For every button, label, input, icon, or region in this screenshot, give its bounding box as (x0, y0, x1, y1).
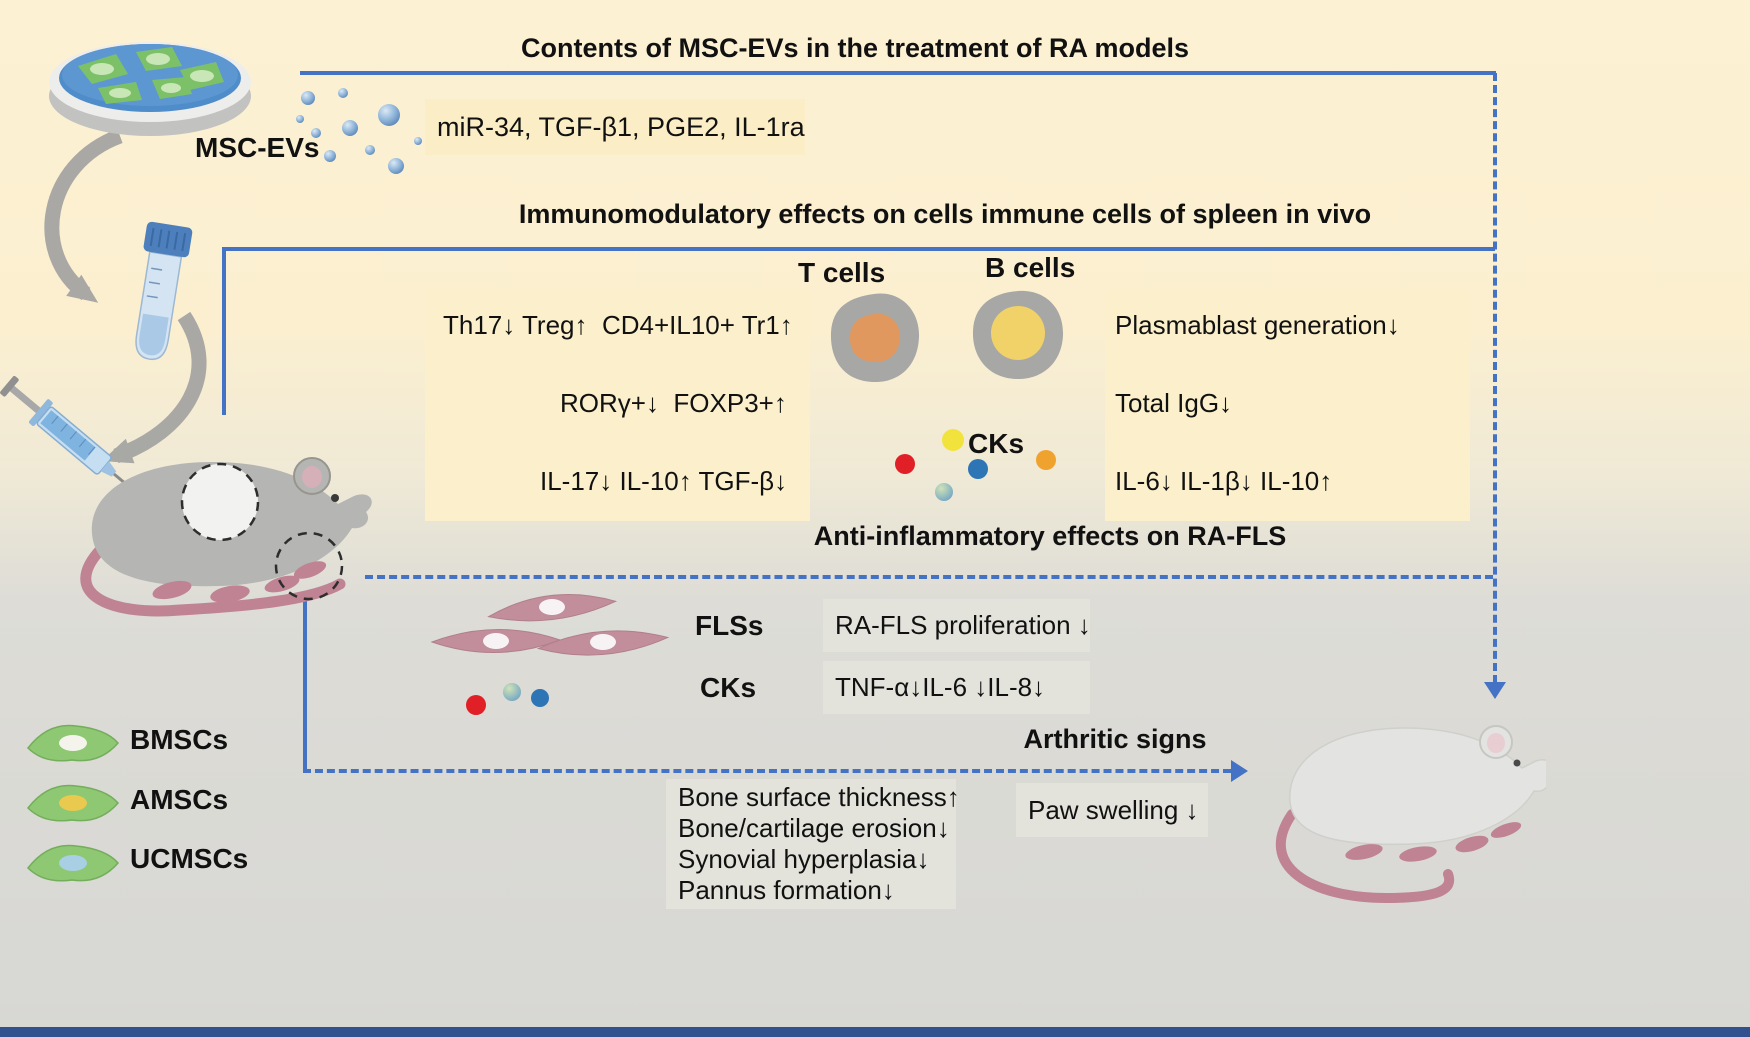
arrowhead-down-icon (1484, 682, 1506, 699)
histology-line: Bone/cartilage erosion↓ (678, 813, 950, 843)
arrow-line-immuno-left-vertical (222, 249, 226, 415)
bmscs-label: BMSCs (130, 724, 229, 755)
flss-label: FLSs (695, 610, 764, 641)
msc-ev-contents-box: miR-34, TGF-β1, PGE2, IL-1ra (425, 99, 805, 155)
cks-fls-label: CKs (700, 672, 757, 703)
histology-line: Bone surface thickness↑ (678, 782, 960, 812)
b-cell-effect-line: Plasmablast generation↓ (1115, 310, 1400, 340)
ra-model-mouse-icon (80, 457, 372, 617)
b-cell-effect-line: IL-6↓ IL-1β↓ IL-10↑ (1115, 466, 1333, 496)
histology-line: Synovial hyperplasia↓ (678, 844, 930, 874)
bmsc-cell-icon (27, 724, 119, 762)
t-cell-effect-line: Th17↓ Treg↑ CD4+IL10+ Tr1↑ (443, 310, 793, 340)
t-cells-label: T cells (798, 257, 886, 288)
title-immunomodulatory: Immunomodulatory effects on cells immune… (518, 199, 1372, 229)
ucmscs-label: UCMSCs (130, 843, 249, 874)
ev-particles-icon (296, 88, 422, 174)
t-cell-effect-line: IL-17↓ IL-10↑ TGF-β↓ (540, 466, 788, 496)
fls-cells-icon (430, 594, 670, 656)
b-cells-label: B cells (985, 252, 1076, 283)
fls-cytokines-box: TNF-α↓IL-6 ↓IL-8↓ (823, 661, 1090, 714)
b-cell-effect-line: Total IgG↓ (1115, 388, 1233, 418)
t-cell-effect-line: RORγ+↓ FOXP3+↑ (560, 388, 787, 418)
paw-swelling-box: Paw swelling ↓ (1016, 783, 1208, 837)
amsc-cell-icon (27, 784, 119, 822)
arrow-line-arthritic (303, 769, 1231, 773)
cytokine-dots-icon (895, 429, 1056, 501)
arrow-line-right-vertical (1493, 73, 1497, 683)
arrowhead-right-icon (1231, 760, 1248, 782)
ucmsc-cell-icon (27, 844, 119, 882)
arrow-line-immuno (222, 247, 1495, 251)
tube-icon (135, 221, 193, 361)
ra-fls-proliferation-box: RA-FLS proliferation ↓ (823, 599, 1091, 652)
title-arthritic-signs: Arthritic signs (1023, 724, 1207, 754)
cytokine-dots-fls-icon (466, 683, 549, 715)
title-anti-inflammatory: Anti-inflammatory effects on RA-FLS (813, 521, 1287, 551)
arrow-line-contents (300, 71, 1496, 75)
treated-mouse-icon (1275, 725, 1546, 904)
gray-flow-arrows-icon (44, 128, 207, 464)
cks-spleen-label: CKs (968, 428, 1025, 459)
b-cell-icon (972, 290, 1064, 380)
histology-line: Pannus formation↓ (678, 875, 895, 905)
histology-box: Bone surface thickness↑ Bone/cartilage e… (666, 779, 960, 909)
arrow-line-antiinflammatory (365, 575, 1493, 579)
b-cell-effects-panel (1105, 289, 1470, 521)
t-cell-effects-panel (425, 289, 810, 521)
title-contents: Contents of MSC-EVs in the treatment of … (520, 33, 1190, 63)
t-cell-icon (830, 293, 920, 383)
arrow-line-arthritic-left-vertical (303, 598, 307, 771)
petri-dish-icon (49, 42, 251, 136)
amscs-label: AMSCs (130, 784, 229, 815)
bottom-bar (0, 1027, 1750, 1037)
msc-evs-label: MSC-EVs (195, 132, 320, 163)
